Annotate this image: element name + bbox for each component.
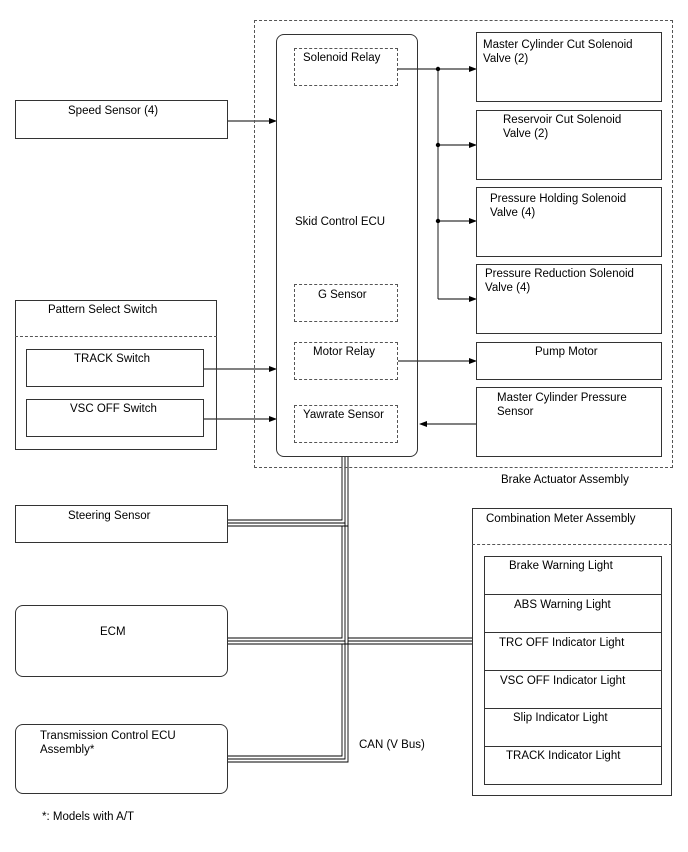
yawrate-sensor-box bbox=[294, 405, 398, 443]
brake-actuator-assembly-region bbox=[254, 20, 673, 468]
abs-warning-light-label: ABS Warning Light bbox=[514, 599, 611, 611]
combination-meter-label: Combination Meter Assembly bbox=[486, 513, 636, 525]
pattern-select-switch-box bbox=[15, 300, 217, 450]
ecm-box bbox=[15, 605, 228, 677]
can-bus-label: CAN (V Bus) bbox=[359, 739, 425, 751]
pressure-reduction-valve-label-2: Valve (4) bbox=[485, 282, 531, 294]
brake-actuator-assembly-label: Brake Actuator Assembly bbox=[501, 474, 629, 486]
mc-pressure-sensor-label-1: Master Cylinder Pressure bbox=[497, 392, 627, 404]
pump-motor-box bbox=[476, 342, 662, 380]
reservoir-cut-valve-label-1: Reservoir Cut Solenoid bbox=[503, 114, 622, 126]
footnote: *: Models with A/T bbox=[42, 811, 135, 823]
slip-indicator-label: Slip Indicator Light bbox=[513, 712, 608, 724]
indicator-divider bbox=[484, 708, 662, 709]
pressure-reduction-valve-box bbox=[476, 264, 662, 334]
reservoir-cut-valve-label-2: Valve (2) bbox=[503, 128, 549, 140]
track-switch-label: TRACK Switch bbox=[74, 353, 151, 365]
steering-sensor-label: Steering Sensor bbox=[68, 510, 151, 522]
brake-warning-light-label: Brake Warning Light bbox=[509, 560, 613, 572]
skid-control-ecu-box bbox=[276, 34, 418, 457]
pressure-holding-valve-box bbox=[476, 187, 662, 257]
pattern-select-divider bbox=[15, 336, 217, 337]
vsc-off-switch-box bbox=[26, 399, 204, 437]
pattern-select-switch-label: Pattern Select Switch bbox=[48, 304, 158, 316]
reservoir-cut-valve-box bbox=[476, 110, 662, 180]
track-switch-box bbox=[26, 349, 204, 387]
yawrate-sensor-label: Yawrate Sensor bbox=[303, 409, 384, 421]
master-cyl-cut-valve-box bbox=[476, 32, 662, 102]
tcu-box bbox=[15, 724, 228, 794]
indicator-divider bbox=[484, 746, 662, 747]
junction-dot bbox=[435, 218, 441, 224]
motor-relay-label: Motor Relay bbox=[313, 346, 375, 358]
pressure-holding-valve-label-1: Pressure Holding Solenoid bbox=[490, 193, 627, 205]
trc-off-indicator-label: TRC OFF Indicator Light bbox=[499, 637, 625, 649]
steering-sensor-box bbox=[15, 505, 228, 543]
tcu-label-2: Assembly* bbox=[40, 744, 95, 756]
tcu-label-1: Transmission Control ECU bbox=[40, 730, 176, 742]
mc-pressure-sensor-box bbox=[476, 387, 662, 457]
track-indicator-label: TRACK Indicator Light bbox=[506, 750, 621, 762]
pressure-reduction-valve-label-1: Pressure Reduction Solenoid bbox=[485, 268, 634, 280]
junction-dot bbox=[435, 66, 441, 72]
master-cyl-cut-valve-label-1: Master Cylinder Cut Solenoid bbox=[483, 39, 633, 51]
vsc-off-indicator-label: VSC OFF Indicator Light bbox=[500, 675, 626, 687]
vsc-off-switch-label: VSC OFF Switch bbox=[70, 403, 157, 415]
speed-sensor-label: Speed Sensor (4) bbox=[68, 105, 159, 117]
g-sensor-label: G Sensor bbox=[318, 289, 367, 301]
solenoid-relay-box bbox=[294, 48, 398, 86]
ecm-label: ECM bbox=[100, 626, 126, 638]
skid-control-ecu-label: Skid Control ECU bbox=[295, 216, 386, 228]
pressure-holding-valve-label-2: Valve (4) bbox=[490, 207, 536, 219]
indicator-divider bbox=[484, 632, 662, 633]
motor-relay-box bbox=[294, 342, 398, 380]
g-sensor-box bbox=[294, 284, 398, 322]
junction-dot bbox=[435, 142, 441, 148]
combination-meter-box bbox=[472, 508, 672, 796]
indicator-divider bbox=[484, 594, 662, 595]
can-bus-lines bbox=[228, 457, 472, 763]
solenoid-relay-label: Solenoid Relay bbox=[303, 52, 381, 64]
combination-meter-divider bbox=[472, 544, 672, 545]
speed-sensor-box bbox=[15, 100, 228, 139]
master-cyl-cut-valve-label-2: Valve (2) bbox=[483, 53, 529, 65]
indicator-divider bbox=[484, 670, 662, 671]
pump-motor-label: Pump Motor bbox=[535, 346, 598, 358]
mc-pressure-sensor-label-2: Sensor bbox=[497, 406, 534, 418]
